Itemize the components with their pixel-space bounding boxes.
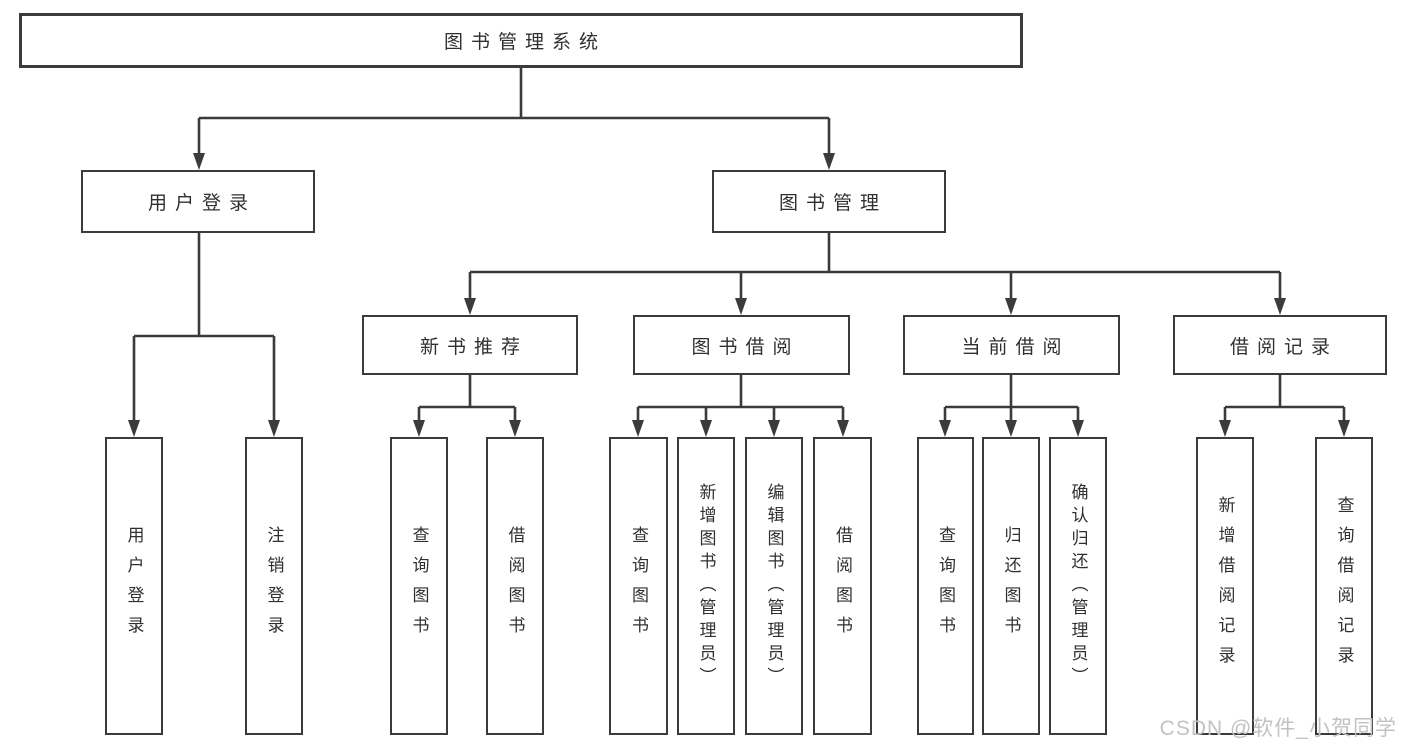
leaf-label: 归还图书	[1001, 526, 1021, 646]
node-library-system: 图书管理系统	[19, 13, 1023, 68]
leaf-label: 注销登录	[264, 526, 284, 646]
leaf-label: 借阅图书	[833, 526, 852, 646]
leaf-query-books-current: 查询图书	[917, 437, 974, 735]
leaf-user-login: 用户登录	[105, 437, 163, 735]
node-new-book-recommend: 新书推荐	[362, 315, 578, 375]
leaf-label: 借阅图书	[505, 526, 525, 646]
leaf-label: 确认归还（管理员）	[1068, 482, 1088, 690]
leaf-edit-books-admin: 编辑图书（管理员）	[745, 437, 803, 735]
leaf-borrow-books: 借阅图书	[813, 437, 872, 735]
leaf-return-books: 归还图书	[982, 437, 1040, 735]
leaf-label: 查询图书	[409, 526, 429, 646]
leaf-label: 编辑图书（管理员）	[764, 482, 784, 690]
leaf-add-borrow-record: 新增借阅记录	[1196, 437, 1254, 735]
connector-bookborrow-to-leaves	[632, 375, 849, 437]
leaf-borrow-books-recommend: 借阅图书	[486, 437, 544, 735]
node-borrowing-records: 借阅记录	[1173, 315, 1387, 375]
connector-bookmgmt-to-level3	[464, 233, 1286, 315]
node-book-borrowing: 图书借阅	[633, 315, 850, 375]
leaf-query-books-borrow: 查询图书	[609, 437, 668, 735]
leaf-add-books-admin: 新增图书（管理员）	[677, 437, 735, 735]
leaf-confirm-return-admin: 确认归还（管理员）	[1049, 437, 1107, 735]
leaf-label: 查询借阅记录	[1334, 496, 1354, 676]
leaf-label: 新增借阅记录	[1215, 496, 1235, 676]
connector-newbooks-to-leaves	[413, 375, 521, 437]
csdn-watermark: CSDN @软件_小贺同学	[1159, 717, 1397, 740]
leaf-label: 新增图书（管理员）	[696, 482, 716, 690]
connector-borrowrecords-to-leaves	[1219, 375, 1350, 437]
leaf-label: 查询图书	[629, 526, 648, 646]
node-user-login: 用户登录	[81, 170, 315, 233]
leaf-logout: 注销登录	[245, 437, 303, 735]
leaf-query-books-recommend: 查询图书	[390, 437, 448, 735]
connector-root-to-level2	[193, 68, 835, 170]
connector-userlogin-to-leaves	[128, 233, 280, 437]
leaf-query-borrow-record: 查询借阅记录	[1315, 437, 1373, 735]
node-book-management: 图书管理	[712, 170, 946, 233]
connector-currentborrow-to-leaves	[939, 375, 1084, 437]
node-current-borrowing: 当前借阅	[903, 315, 1120, 375]
leaf-label: 用户登录	[124, 526, 144, 646]
leaf-label: 查询图书	[936, 526, 955, 646]
